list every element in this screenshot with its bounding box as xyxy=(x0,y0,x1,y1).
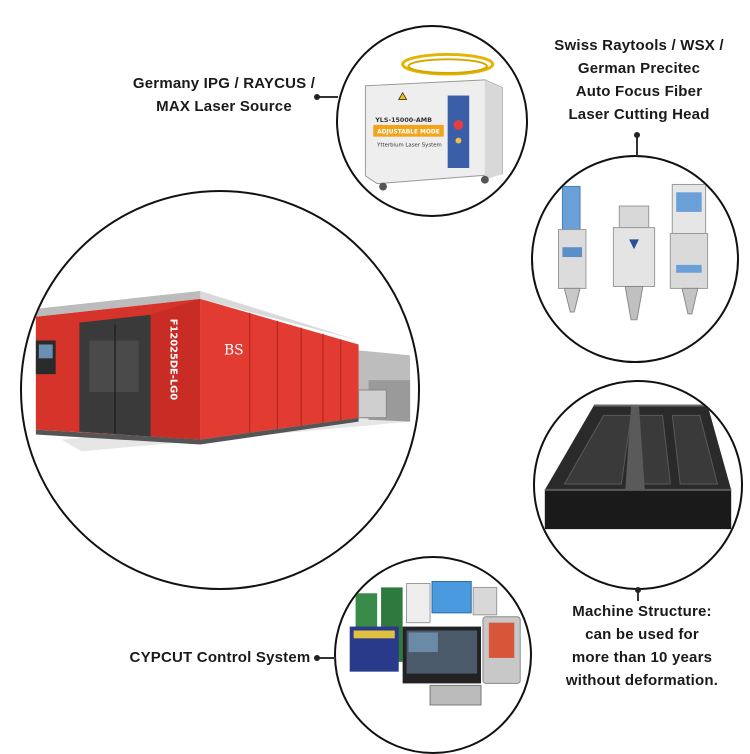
structure-text-1: Machine Structure: xyxy=(572,603,712,620)
control-text: CYPCUT Control System xyxy=(129,649,311,666)
cutting-head-text-1: Swiss Raytools / WSX / xyxy=(554,37,724,54)
connector-dot-control xyxy=(314,655,320,661)
laser-source-circle: YLS-15000-AMB ADJUSTABLE MODE Ytterbium … xyxy=(336,25,528,217)
laser-source-callout: Germany IPG / RAYCUS / MAX Laser Source xyxy=(122,72,326,118)
structure-text-3: more than 10 years xyxy=(571,649,713,666)
laser-source-text-1: Germany IPG / RAYCUS / xyxy=(132,75,316,92)
structure-text-2: can be used for xyxy=(585,626,699,643)
cutting-head-circle xyxy=(531,155,739,363)
laser-source-text-2: MAX Laser Source xyxy=(156,98,292,115)
laser-cutting-machine-image: F12025DE-LG0 BS xyxy=(35,291,411,452)
connector-laser-source xyxy=(318,96,338,98)
laser-source-image: YLS-15000-AMB ADJUSTABLE MODE Ytterbium … xyxy=(364,52,503,191)
machine-side-badge: F12025DE-LG0 xyxy=(168,319,179,401)
connector-dot-head xyxy=(634,132,640,138)
cutting-head-callout: Swiss Raytools / WSX / German Precitec A… xyxy=(536,34,742,126)
machine-structure-circle xyxy=(533,380,743,590)
laser-model-label: YLS-15000-AMB xyxy=(374,117,432,124)
machine-circle: F12025DE-LG0 BS xyxy=(20,190,420,590)
machine-brand-logo: BS xyxy=(224,342,244,358)
cutting-head-text-3: Auto Focus Fiber xyxy=(575,83,703,100)
control-callout: CYPCUT Control System xyxy=(118,646,322,669)
cutting-heads-image xyxy=(558,183,709,321)
connector-dot-laser xyxy=(314,94,320,100)
machine-bed-image xyxy=(544,404,732,530)
connector-control xyxy=(318,657,336,659)
control-boards-image xyxy=(349,581,521,706)
connector-cutting-head xyxy=(636,136,638,156)
connector-structure xyxy=(637,589,639,601)
control-system-circle xyxy=(334,556,532,754)
laser-system-label: Ytterbium Laser System xyxy=(376,142,442,148)
laser-mode-label: ADJUSTABLE MODE xyxy=(377,130,440,136)
cutting-head-text-4: Laser Cutting Head xyxy=(568,106,710,123)
cutting-head-text-2: German Precitec xyxy=(577,60,701,77)
structure-text-4: without deformation. xyxy=(565,672,719,689)
connector-dot-structure xyxy=(635,587,641,593)
structure-callout: Machine Structure: can be used for more … xyxy=(540,600,744,692)
